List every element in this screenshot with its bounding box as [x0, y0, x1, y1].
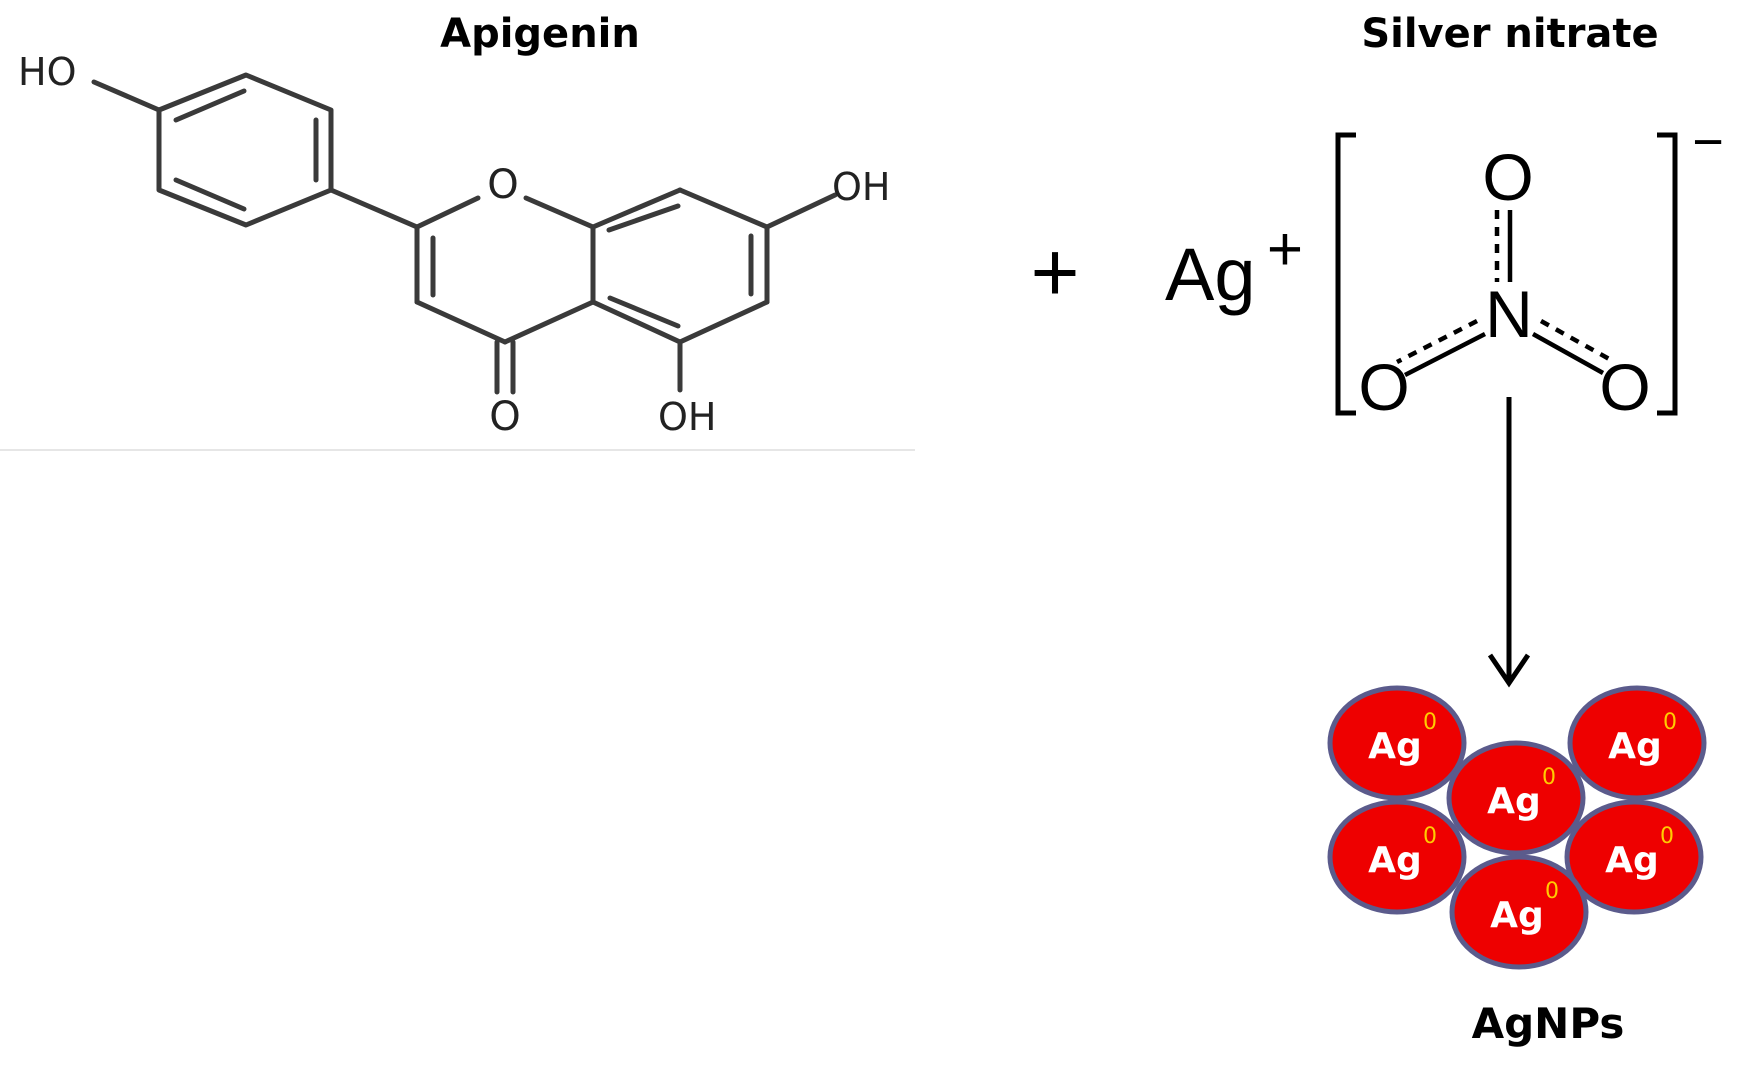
nanoparticle-sphere [1446, 740, 1586, 856]
nanoparticle-symbol: Ag [1368, 840, 1422, 881]
silver-nanoparticle: Ag0 [1564, 799, 1704, 915]
nanoparticle-oxidation-state: 0 [1660, 824, 1674, 849]
ho-atom-label: HO [18, 50, 76, 94]
ring-oxygen-label: O [487, 162, 518, 208]
nanoparticle-sphere [1567, 685, 1707, 801]
nanoparticle-symbol: Ag [1605, 840, 1659, 881]
pyran-bond [414, 195, 481, 230]
benzo-inner-bond [607, 295, 681, 329]
silver-nanoparticle: Ag0 [1449, 854, 1589, 970]
benzo-inner-bond [606, 203, 681, 233]
pyran-bond [523, 195, 596, 230]
nanoparticle-symbol: Ag [1490, 895, 1544, 936]
nitrate-structure: O N O O [1358, 140, 1650, 424]
nanoparticle-sphere [1564, 799, 1704, 915]
oh-bottom-label: OH [658, 395, 716, 439]
nanoparticle-symbol: Ag [1368, 726, 1422, 767]
apigenin-structure: HO O OH OH O [18, 50, 890, 440]
phenol-ring-inner-bond [173, 177, 247, 212]
silver-nitrate-title: Silver nitrate [1361, 11, 1658, 57]
nanoparticle-oxidation-state: 0 [1545, 879, 1559, 904]
pyran-bond [414, 299, 508, 345]
right-bracket [1657, 132, 1678, 416]
silver-nanoparticle: Ag0 [1446, 740, 1586, 856]
n-o-right-dashed-bond [1539, 319, 1613, 362]
nanoparticle-symbol: Ag [1487, 781, 1541, 822]
product-label: AgNPs [1472, 999, 1625, 1048]
nanoparticle-symbol: Ag [1608, 726, 1662, 767]
nanoparticle-oxidation-state: 0 [1423, 710, 1437, 735]
nanoparticle-oxidation-state: 0 [1663, 710, 1677, 735]
silver-nanoparticle: Ag0 [1327, 685, 1467, 801]
silver-nanoparticle: Ag0 [1567, 685, 1707, 801]
hydroxyl-bond [764, 192, 838, 230]
reaction-arrow [1487, 397, 1531, 688]
silver-cation-charge: + [1267, 215, 1303, 284]
nanoparticle-sphere [1449, 854, 1589, 970]
phenol-ring [156, 72, 334, 228]
benzo-bond [590, 187, 683, 230]
phenol-ring-inner-bond [173, 88, 247, 123]
oh-right-label: OH [832, 165, 890, 209]
left-bracket [1335, 132, 1356, 416]
pyran-bond [502, 299, 596, 345]
silver-nanoparticle: Ag0 [1327, 799, 1467, 915]
nanoparticle-oxidation-state: 0 [1542, 765, 1556, 790]
nitrogen-atom: N [1485, 277, 1533, 351]
nanoparticle-sphere [1327, 685, 1467, 801]
plus-operator: + [1030, 225, 1079, 319]
hydroxyl-bond [91, 79, 162, 113]
benzo-bond [590, 299, 683, 345]
ring-link-bond [328, 187, 420, 230]
n-o-left-dashed-bond [1395, 318, 1479, 365]
nitrate-left-oxygen: O [1358, 350, 1409, 424]
silver-cation-symbol: Ag [1165, 233, 1256, 316]
nanoparticle-sphere [1327, 799, 1467, 915]
n-o-left-bond [1403, 331, 1487, 378]
benzo-bond [677, 299, 770, 345]
nanoparticle-oxidation-state: 0 [1423, 824, 1437, 849]
nitrate-top-oxygen: O [1482, 140, 1533, 214]
n-o-right-bond [1531, 332, 1605, 375]
benzo-bond [677, 187, 770, 230]
carbonyl-oxygen-label: O [489, 394, 520, 440]
apigenin-title: Apigenin [440, 11, 640, 57]
nitrate-right-oxygen: O [1599, 350, 1650, 424]
anion-charge: − [1692, 112, 1724, 172]
